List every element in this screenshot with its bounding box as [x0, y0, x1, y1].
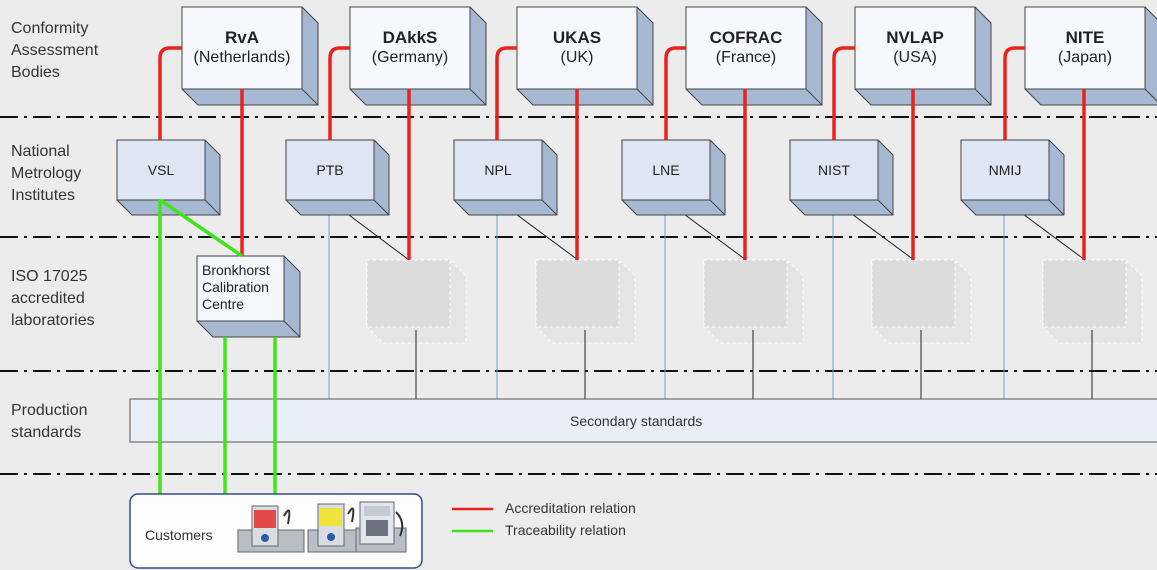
cab-box-3: [516, 6, 654, 106]
nmi-box-2: [285, 139, 390, 216]
accreditation-line: [495, 46, 517, 140]
accreditation-line: [328, 46, 350, 140]
accreditation-lines: [158, 46, 1086, 260]
nmi-label-3: NPL: [484, 162, 512, 178]
cab-label-4: COFRAC (France): [686, 28, 806, 68]
row-label-conformity-assessment-bodies: Conformity Assessment Bodies: [11, 20, 99, 81]
cab-name: DAkkS: [382, 28, 438, 47]
cab-country: (Netherlands): [193, 49, 291, 66]
ghost-laboratories: [366, 259, 1143, 344]
accreditation-line: [158, 46, 182, 140]
ghost-lab-box-1: [366, 259, 467, 344]
row-label-production-standards: Production standards: [11, 402, 88, 441]
lab-label-line-2: Calibration: [202, 279, 269, 295]
nmi-box-6: [960, 139, 1065, 216]
cab-label-1: RvA (Netherlands): [182, 28, 302, 68]
ghost-lab-box-3: [703, 259, 804, 344]
lab-label-line-1: Bronkhorst: [202, 262, 270, 278]
cab-country: (France): [715, 49, 777, 66]
cab-box-2: [349, 6, 487, 106]
flow-meter-red-icon: [237, 505, 305, 553]
nmi-label-5: NIST: [818, 162, 850, 178]
cab-box-6: [1024, 6, 1157, 106]
nmi-label-4: LNE: [652, 162, 680, 178]
nmi-label-6: NMIJ: [988, 162, 1022, 178]
accreditation-line: [664, 46, 686, 140]
cab-label-6: NITE (Japan): [1025, 28, 1145, 68]
nmi-box-5: [789, 139, 894, 216]
pressure-controller-icon: [355, 501, 407, 553]
production-standards-bar: [129, 398, 1157, 443]
accreditation-line: [832, 46, 855, 140]
nmi-label-2: PTB: [316, 162, 344, 178]
customers-label: Customers: [145, 527, 213, 543]
ghost-lab-box-2: [535, 259, 636, 344]
cab-country: (Germany): [371, 49, 449, 66]
accreditation-line: [1003, 46, 1025, 140]
cab-label-5: NVLAP (USA): [855, 28, 975, 68]
legend-traceability-label: Traceability relation: [505, 522, 626, 538]
bronkhorst-lab-box: [196, 255, 301, 338]
nmi-box-4: [621, 139, 726, 216]
cab-box-5: [854, 6, 992, 106]
cab-name: NVLAP: [886, 28, 944, 47]
row-label-national-metrology-institutes: National Metrology Institutes: [11, 143, 82, 204]
cab-country: (USA): [893, 49, 937, 66]
flow-meter-yellow-icon: [307, 503, 369, 553]
cab-box-4: [685, 6, 823, 106]
nmi-label-1: VSL: [147, 162, 175, 178]
cab-name: COFRAC: [709, 28, 783, 47]
cab-label-3: UKAS (UK): [517, 28, 637, 68]
cab-country: (Japan): [1057, 49, 1113, 66]
secondary-standards-label: Secondary standards: [570, 413, 703, 429]
cab-country: (UK): [560, 49, 594, 66]
nmi-box-1: [116, 139, 221, 216]
cab-name: RvA: [224, 28, 259, 47]
cab-label-2: DAkkS (Germany): [350, 28, 470, 68]
ghost-lab-box-4: [871, 259, 972, 344]
cab-box-1: [181, 6, 319, 106]
lab-label-line-3: Centre: [202, 296, 245, 312]
nmi-boxes: [116, 139, 1065, 216]
cab-boxes: [181, 6, 1157, 106]
nmi-box-3: [453, 139, 558, 216]
bronkhorst-lab-label: Bronkhorst Calibration Centre: [202, 262, 286, 313]
cab-name: UKAS: [552, 28, 602, 47]
instrument-images: [237, 501, 407, 553]
cab-name: NITE: [1065, 28, 1105, 47]
row-label-iso-17025-labs: ISO 17025 accredited laboratories: [11, 268, 95, 329]
ghost-lab-box-5: [1042, 259, 1143, 344]
legend-accreditation-label: Accreditation relation: [505, 500, 636, 516]
traceability-lines: [158, 198, 277, 496]
